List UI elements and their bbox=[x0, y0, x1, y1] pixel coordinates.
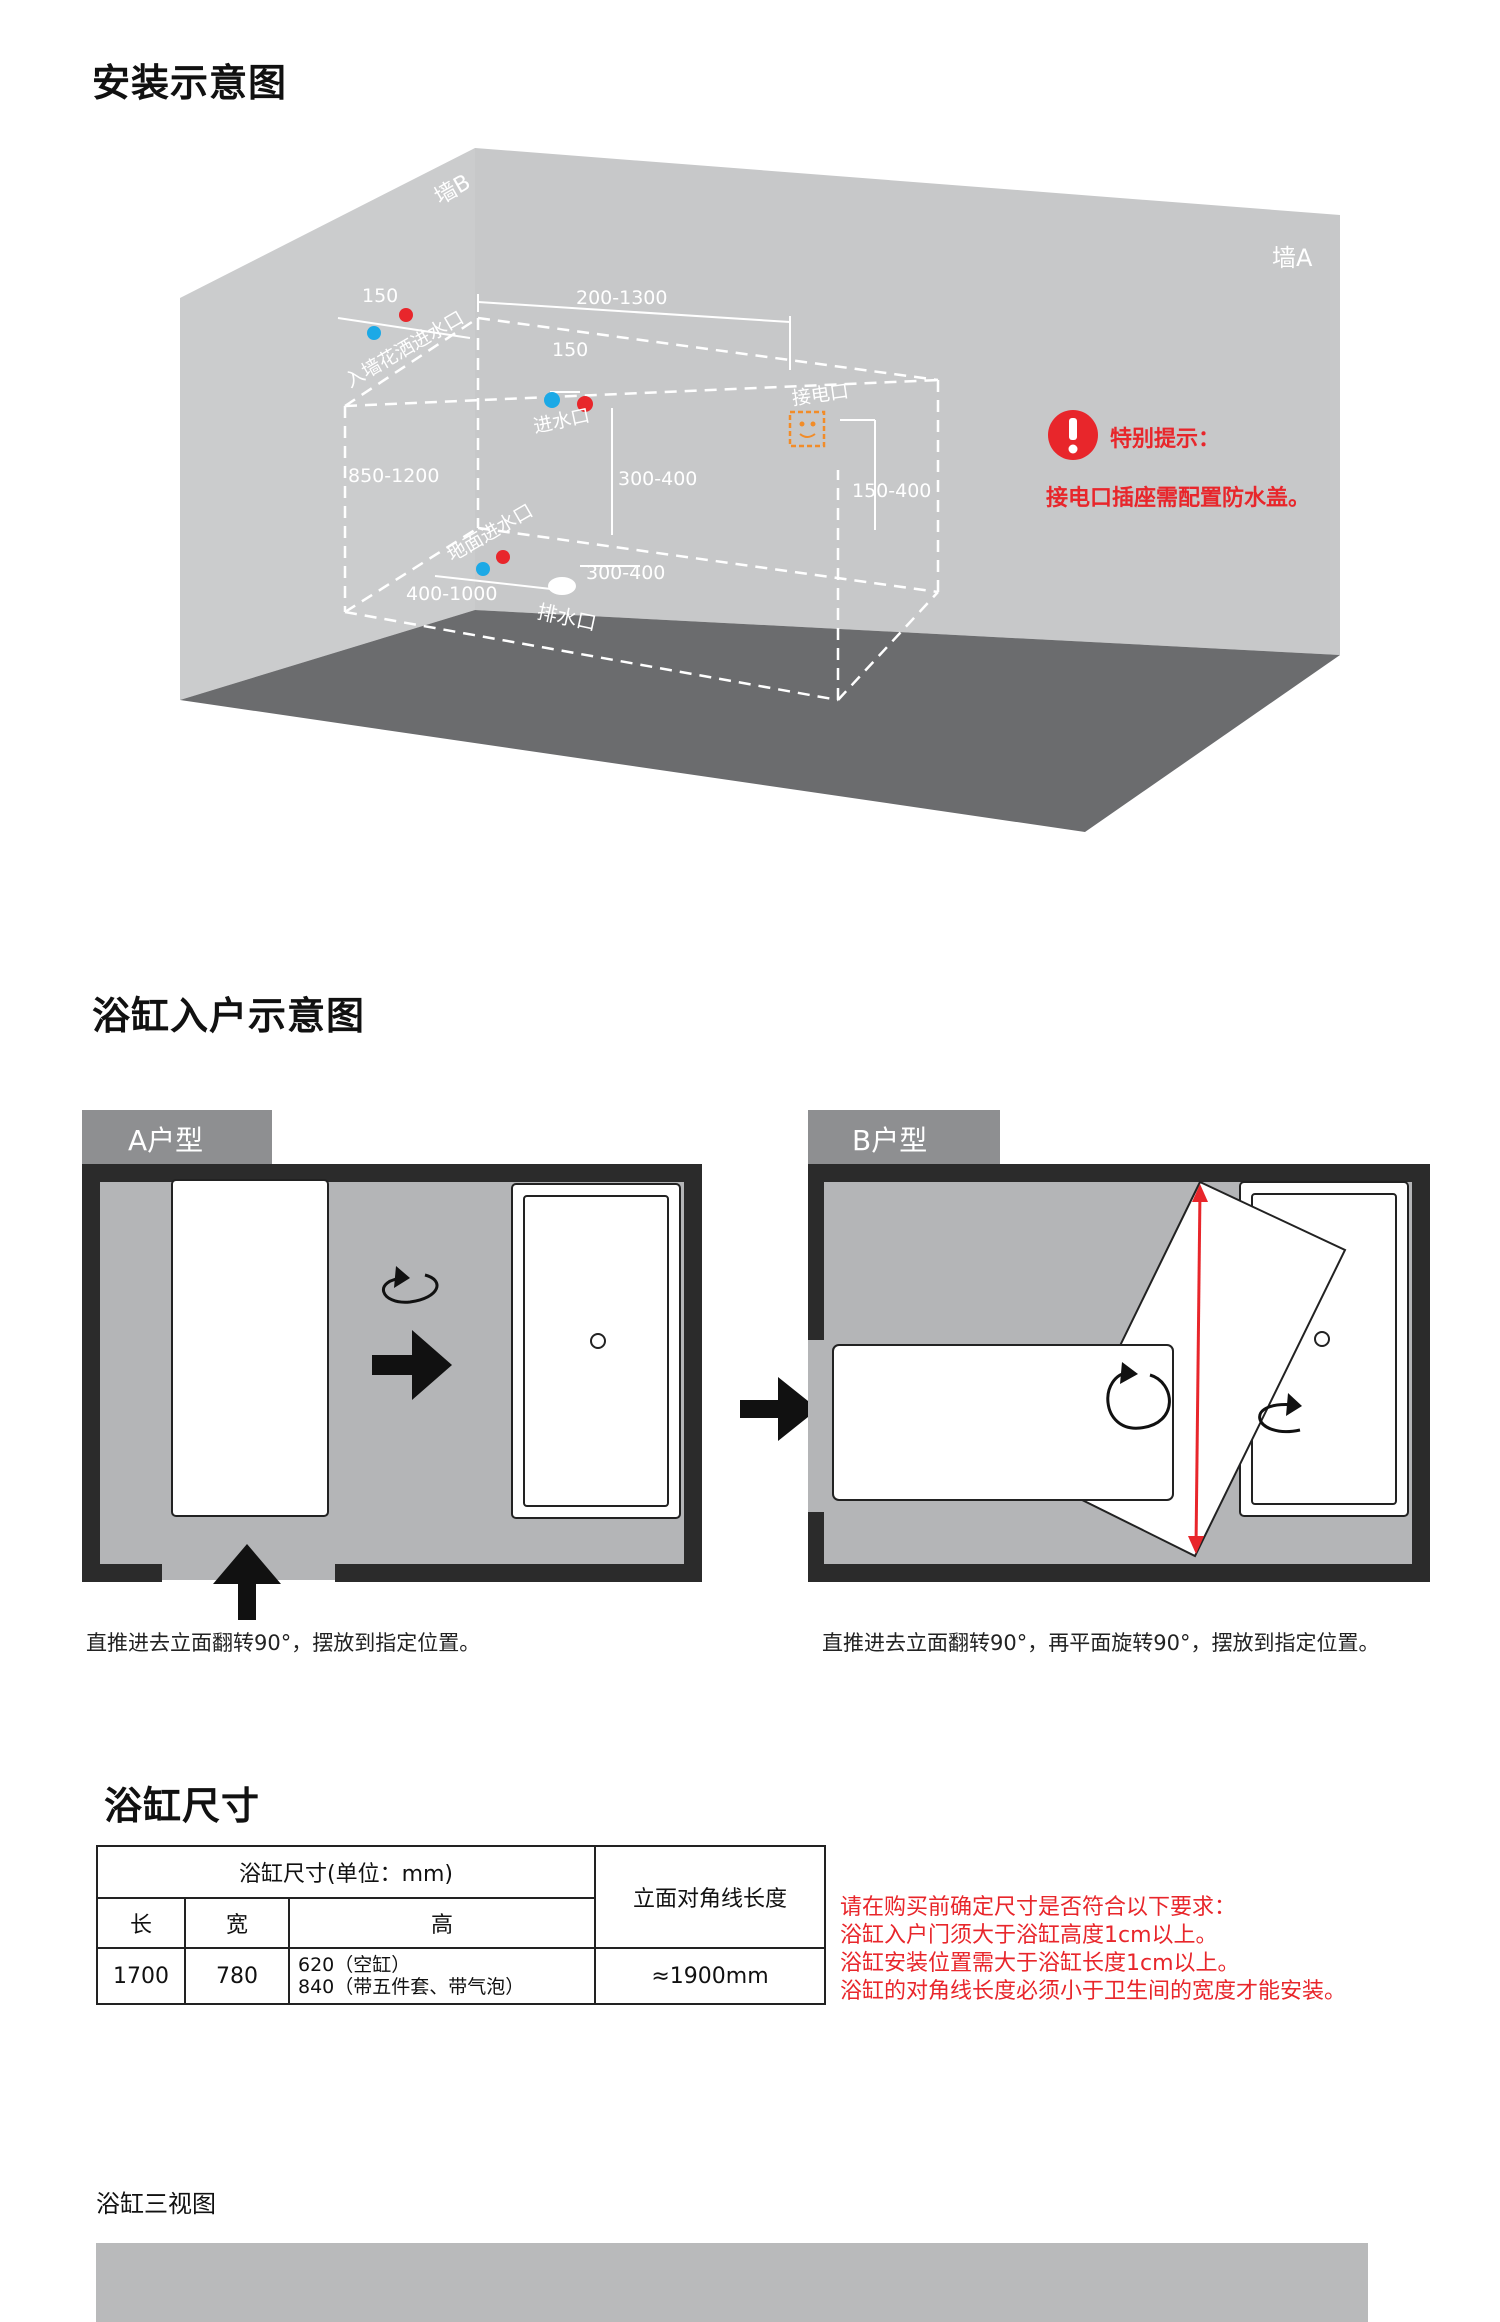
type-a-walls bbox=[82, 1164, 702, 1582]
dim-400-1000: 400-1000 bbox=[406, 583, 497, 605]
dim-150-mid: 150 bbox=[552, 339, 588, 361]
value-height-full: 840（带五件套、带气泡） bbox=[298, 1976, 525, 1998]
dim-150-400: 150-400 bbox=[852, 480, 931, 502]
col-length-header: 长 bbox=[96, 1897, 186, 1949]
type-b-walls bbox=[808, 1164, 1430, 1582]
warning-title: 特别提示： bbox=[1110, 426, 1220, 452]
dim-200-1300: 200-1300 bbox=[576, 287, 667, 309]
type-b-swing-arrowhead bbox=[1286, 1393, 1302, 1416]
size-title: 浴缸尺寸 bbox=[104, 1784, 261, 1828]
dimension-lines bbox=[337, 294, 876, 591]
size-notes: 请在购买前确定尺寸是否符合以下要求： 浴缸入户门须大于浴缸高度1cm以上。 浴缸… bbox=[840, 1894, 1490, 2006]
col-width-header: 宽 bbox=[184, 1897, 290, 1949]
type-b-tab bbox=[808, 1110, 1000, 1166]
warning-icon bbox=[1048, 410, 1098, 460]
type-b-swing-icon bbox=[1258, 1403, 1301, 1433]
type-b-tub-pushed bbox=[832, 1344, 1174, 1501]
value-height-empty: 620（空缸） bbox=[298, 1954, 411, 1976]
cold-inlet-dot-wall bbox=[367, 326, 381, 340]
wall-a bbox=[475, 148, 1340, 655]
type-a-flip-icon bbox=[382, 1273, 439, 1304]
three-view-title: 浴缸三视图 bbox=[96, 2190, 216, 2218]
type-b-label: B户型 bbox=[852, 1124, 927, 1157]
hot-inlet-dot-wall bbox=[399, 308, 413, 322]
type-a-push-arrow bbox=[372, 1330, 452, 1400]
type-a-tub-upright bbox=[171, 1179, 329, 1517]
entry-title: 浴缸入户示意图 bbox=[92, 994, 366, 1038]
value-diagonal: ≈1900mm bbox=[594, 1947, 826, 2005]
type-b-caption: 直推进去立面翻转90°，再平面旋转90°，摆放到指定位置。 bbox=[822, 1631, 1380, 1655]
floor bbox=[180, 610, 1340, 832]
col-height-header: 高 bbox=[288, 1897, 596, 1949]
type-a-tub-final bbox=[511, 1183, 681, 1519]
value-length: 1700 bbox=[96, 1947, 186, 2005]
size-table: 浴缸尺寸(单位：mm) 立面对角线长度 长 宽 高 1700 780 620（空… bbox=[96, 1845, 826, 2005]
type-a-flip-arrowhead bbox=[394, 1266, 410, 1288]
type-a-caption: 直推进去立面翻转90°，摆放到指定位置。 bbox=[86, 1631, 481, 1655]
transition-arrow bbox=[740, 1377, 818, 1441]
power-outlet-icon bbox=[788, 410, 826, 448]
hot-inlet-dot-floor bbox=[496, 550, 510, 564]
type-b-diagonal-arrow-top bbox=[1192, 1184, 1208, 1202]
wall-b bbox=[180, 148, 475, 700]
size-note: 浴缸的对角线长度必须小于卫生间的宽度才能安装。 bbox=[840, 1979, 1347, 2004]
dim-850-1200: 850-1200 bbox=[348, 465, 439, 487]
dim-300-400-b: 300-400 bbox=[586, 562, 665, 584]
cold-inlet-dot-mid bbox=[544, 392, 560, 408]
warning-text: 接电口插座需配置防水盖。 bbox=[1046, 485, 1310, 511]
type-a-tab bbox=[82, 1110, 272, 1166]
wall-a-label: 墙A bbox=[1272, 244, 1313, 272]
value-width: 780 bbox=[184, 1947, 290, 2005]
cold-inlet-dot-floor bbox=[476, 562, 490, 576]
size-note: 浴缸入户门须大于浴缸高度1cm以上。 bbox=[840, 1923, 1218, 1948]
three-view-panel bbox=[96, 2243, 1368, 2322]
hot-inlet-dot-mid bbox=[577, 396, 593, 412]
size-header-diagonal: 立面对角线长度 bbox=[594, 1845, 826, 1949]
size-note: 请在购买前确定尺寸是否符合以下要求： bbox=[840, 1895, 1237, 1920]
size-header-group: 浴缸尺寸(单位：mm) bbox=[96, 1845, 596, 1899]
type-b-rotate-icon bbox=[1106, 1370, 1171, 1430]
dim-150-left: 150 bbox=[362, 285, 398, 307]
type-b-diagonal-line bbox=[1194, 1189, 1202, 1549]
type-b-rotate-arrowhead bbox=[1120, 1362, 1138, 1384]
tub-outline bbox=[343, 316, 940, 702]
room-diagram: 墙B 墙A 150 入墙花洒进水口 200-1300 150 进水口 接电口 8… bbox=[180, 148, 1340, 832]
type-a-entry-arrow bbox=[213, 1544, 281, 1620]
drain-dot bbox=[548, 577, 576, 595]
size-note: 浴缸安装位置需大于浴缸长度1cm以上。 bbox=[840, 1951, 1240, 1976]
type-a-label: A户型 bbox=[128, 1124, 203, 1157]
entry-diagrams: A户型 B户型 bbox=[82, 1110, 1430, 1620]
install-title: 安装示意图 bbox=[92, 61, 288, 105]
type-b-diagonal-arrow-bottom bbox=[1188, 1536, 1204, 1554]
dim-300-400-a: 300-400 bbox=[618, 468, 697, 490]
